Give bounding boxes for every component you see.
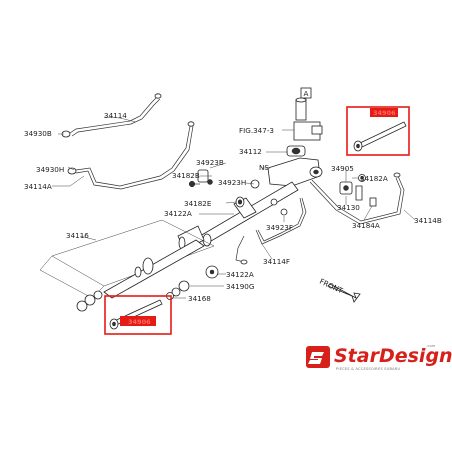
label-34114A: 34114A (24, 182, 52, 191)
label-34182E: 34182E (184, 199, 212, 208)
label-34114: 34114 (104, 111, 127, 120)
return-line-34114A (67, 121, 195, 190)
pressure-line-34114 (61, 93, 162, 138)
bracket-34130 (355, 185, 363, 201)
label-34182A-right: 34182A (360, 174, 388, 183)
part-labels: 34114 34930B 34930H 34114A FIG.347-3 341… (24, 111, 442, 303)
bolt-34184A (369, 197, 377, 207)
label-34122A-bottom: 34122A (226, 270, 254, 279)
label-34930H: 34930H (36, 165, 64, 174)
logo-word: StarDesign (334, 345, 452, 367)
highlight-tag-upper-text: 34906 (373, 109, 396, 117)
tie-rod-upper (353, 121, 407, 152)
rack-housing (177, 181, 299, 251)
stardesign-logo: StarDesign PIECES & ACCESSOIRES SUBARU .… (306, 344, 452, 371)
label-34184A: 34184A (352, 221, 380, 230)
boot-clamp-34190G (171, 280, 190, 297)
logo-s-mark (308, 352, 324, 364)
line-34114B (309, 172, 405, 225)
label-34923B: 34923B (196, 158, 224, 167)
logo-domain: .com (426, 344, 436, 348)
logo-badge (306, 346, 330, 368)
label-34122A-top: 34122A (164, 209, 192, 218)
label-34114F: 34114F (263, 257, 290, 266)
label-34190G: 34190G (226, 282, 254, 291)
clamp-34923B (197, 169, 213, 185)
front-label: FRONT (318, 277, 345, 296)
bolt-34182B (188, 180, 200, 188)
label-34130: 34130 (337, 203, 360, 212)
tie-rod-end-lower (76, 290, 103, 312)
label-34114B: 34114B (414, 216, 442, 225)
label-ns: NS (259, 163, 269, 172)
label-fig-347-3: FIG.347-3 (239, 126, 274, 135)
label-34905: 34905 (331, 164, 354, 173)
highlight-tag-lower-text: 34906 (128, 318, 151, 326)
highlight-box-lower (104, 295, 172, 335)
label-34930B: 34930B (24, 129, 52, 138)
leader-lines (52, 116, 416, 299)
label-34923F: 34923F (266, 223, 293, 232)
highlight-tag-lower (120, 316, 156, 326)
bush-34182E (235, 196, 245, 208)
logo-tagline: PIECES & ACCESSOIRES SUBARU (336, 367, 401, 371)
label-34923H: 34923H (218, 178, 246, 187)
clamp-34923F (280, 208, 288, 216)
clamp-34923H (250, 179, 260, 189)
highlight-tag-upper (370, 108, 398, 117)
label-34112: 34112 (239, 147, 262, 156)
bush-34122A (205, 265, 219, 279)
nut-34182A (358, 174, 366, 182)
rack-bar (103, 239, 205, 299)
label-34168: 34168 (188, 294, 211, 303)
reference-label-a: A (304, 89, 309, 98)
valve-housing (267, 97, 323, 187)
rack-mount-34905 (339, 181, 353, 195)
label-34182B: 34182B (172, 171, 200, 180)
label-34116: 34116 (66, 231, 89, 240)
line-34114F (235, 197, 307, 265)
highlight-box-upper (346, 106, 410, 156)
front-arrow: FRONT (318, 277, 361, 303)
